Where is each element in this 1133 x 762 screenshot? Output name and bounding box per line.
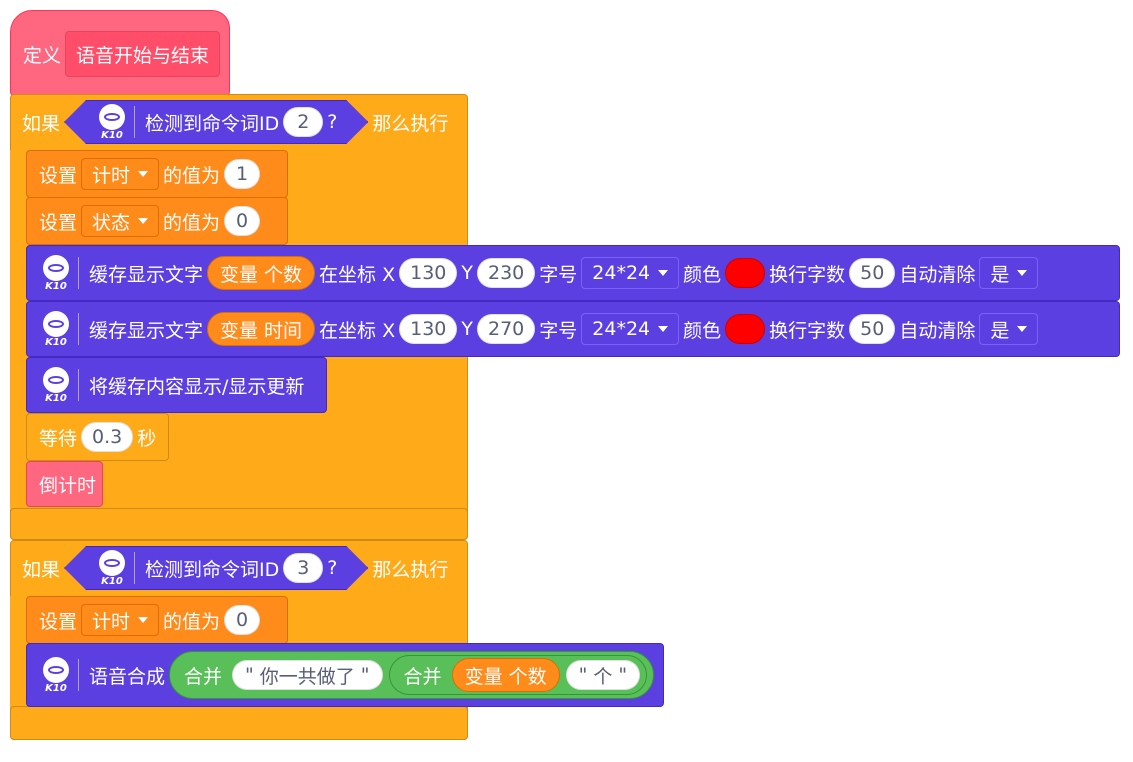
value-input[interactable]: 0 (224, 605, 261, 635)
caret-down-icon (658, 326, 669, 332)
set-label: 设置 (39, 610, 78, 633)
color-swatch[interactable] (725, 258, 766, 288)
k10-icon: K10 (91, 100, 133, 144)
command-word-condition[interactable]: K10 检测到命令词ID 3 ? (64, 546, 368, 590)
if-block-2-arm (10, 596, 26, 708)
define-label: 定义 (23, 44, 62, 67)
wait-block[interactable]: 等待 0.3 秒 (26, 413, 169, 461)
variable-reporter[interactable]: 变量时间 (207, 312, 316, 346)
clear-dropdown[interactable]: 是 (979, 313, 1039, 345)
color-label: 颜色 (683, 263, 722, 286)
color-swatch[interactable] (725, 314, 766, 344)
if-block-2-foot (10, 706, 468, 740)
wrap-label: 换行字数 (769, 263, 846, 286)
k10-icon: K10 (35, 363, 79, 407)
string-input-1[interactable]: "你一共做了" (232, 660, 383, 690)
k10-icon: K10 (35, 307, 79, 351)
caret-down-icon (138, 171, 149, 177)
if-block-2-header: 如果 K10 检测到命令词ID 3 ? 那么执行 (10, 540, 468, 596)
coord-x-label: 在坐标 X (319, 263, 396, 286)
variable-reporter[interactable]: 变量个数 (451, 658, 560, 692)
value-label: 的值为 (163, 164, 221, 187)
caret-down-icon (1017, 270, 1028, 276)
procedure-name[interactable]: 语音开始与结束 (65, 31, 221, 77)
clear-label: 自动清除 (899, 319, 976, 342)
k10-icon: K10 (35, 251, 79, 295)
y-input[interactable]: 270 (476, 314, 536, 344)
define-hat-block[interactable]: 定义 语音开始与结束 (10, 10, 230, 96)
show-label: 将缓存内容显示/显示更新 (89, 375, 305, 398)
value-label: 的值为 (163, 211, 221, 234)
if-block-1-foot (10, 508, 468, 540)
wait-input[interactable]: 0.3 (81, 422, 134, 452)
caret-down-icon (138, 617, 149, 623)
coord-x-label: 在坐标 X (319, 319, 396, 342)
variable-dropdown[interactable]: 状态 (81, 205, 160, 237)
string-input-2[interactable]: "个" (565, 660, 641, 690)
caret-down-icon (1017, 326, 1028, 332)
x-input[interactable]: 130 (399, 314, 458, 344)
seconds-label: 秒 (137, 427, 157, 450)
variable-dropdown[interactable]: 计时 (81, 158, 160, 190)
join-label: 合并 (403, 665, 442, 688)
if-block-1-header: 如果 K10 检测到命令词ID 2 ? 那么执行 (10, 94, 468, 150)
color-label: 颜色 (683, 319, 722, 342)
clear-dropdown[interactable]: 是 (979, 257, 1039, 289)
font-dropdown[interactable]: 24*24 (581, 257, 680, 289)
font-label: 字号 (539, 319, 578, 342)
set-state-block[interactable]: 设置 状态 的值为 0 (26, 197, 288, 245)
wrap-input[interactable]: 50 (849, 258, 896, 288)
cache-label: 缓存显示文字 (89, 319, 204, 342)
join-operator-outer[interactable]: 合并 "你一共做了" 合并 变量个数 "个" (169, 651, 655, 699)
value-input[interactable]: 1 (224, 159, 261, 189)
wrap-input[interactable]: 50 (849, 314, 896, 344)
then-label: 那么执行 (372, 112, 449, 135)
caret-down-icon (138, 218, 149, 224)
countdown-block[interactable]: 倒计时 (26, 461, 103, 507)
wait-label: 等待 (39, 427, 78, 450)
if-label: 如果 (22, 112, 61, 135)
variable-dropdown[interactable]: 计时 (81, 604, 160, 636)
command-word-condition[interactable]: K10 检测到命令词ID 2 ? (64, 100, 368, 144)
k10-icon: K10 (91, 546, 133, 590)
clear-label: 自动清除 (899, 263, 976, 286)
speech-label: 语音合成 (89, 665, 166, 688)
value-label: 的值为 (163, 610, 221, 633)
x-input[interactable]: 130 (399, 258, 458, 288)
y-label: Y (461, 262, 473, 284)
question-mark: ? (327, 111, 338, 133)
join-label: 合并 (184, 665, 223, 688)
join-operator-inner[interactable]: 合并 变量个数 "个" (388, 655, 648, 695)
variable-reporter[interactable]: 变量个数 (207, 256, 316, 290)
speech-synthesis-block[interactable]: K10 语音合成 合并 "你一共做了" 合并 变量个数 "个" (26, 643, 664, 707)
condition-text: 检测到命令词ID (145, 112, 280, 135)
value-input[interactable]: 0 (224, 206, 261, 236)
caret-down-icon (658, 270, 669, 276)
cache-label: 缓存显示文字 (89, 263, 204, 286)
then-label: 那么执行 (372, 558, 449, 581)
wrap-label: 换行字数 (769, 319, 846, 342)
set-timer-block-2[interactable]: 设置 计时 的值为 0 (26, 596, 288, 644)
if-block-1-arm (10, 150, 26, 510)
cache-text-block-2[interactable]: K10 缓存显示文字 变量时间 在坐标 X 130 Y 270 字号 24*24… (26, 301, 1120, 357)
font-dropdown[interactable]: 24*24 (581, 313, 680, 345)
command-id-input[interactable]: 2 (283, 107, 323, 137)
k10-icon: K10 (35, 653, 79, 697)
set-label: 设置 (39, 211, 78, 234)
if-label: 如果 (22, 558, 61, 581)
countdown-label: 倒计时 (39, 474, 97, 497)
set-timer-block[interactable]: 设置 计时 的值为 1 (26, 150, 288, 198)
y-input[interactable]: 230 (476, 258, 536, 288)
command-id-input[interactable]: 3 (283, 553, 323, 583)
condition-text: 检测到命令词ID (145, 558, 280, 581)
cache-text-block-1[interactable]: K10 缓存显示文字 变量个数 在坐标 X 130 Y 230 字号 24*24… (26, 245, 1120, 301)
show-cache-block[interactable]: K10 将缓存内容显示/显示更新 (26, 357, 327, 413)
question-mark: ? (327, 557, 338, 579)
set-label: 设置 (39, 164, 78, 187)
font-label: 字号 (539, 263, 578, 286)
y-label: Y (461, 318, 473, 340)
